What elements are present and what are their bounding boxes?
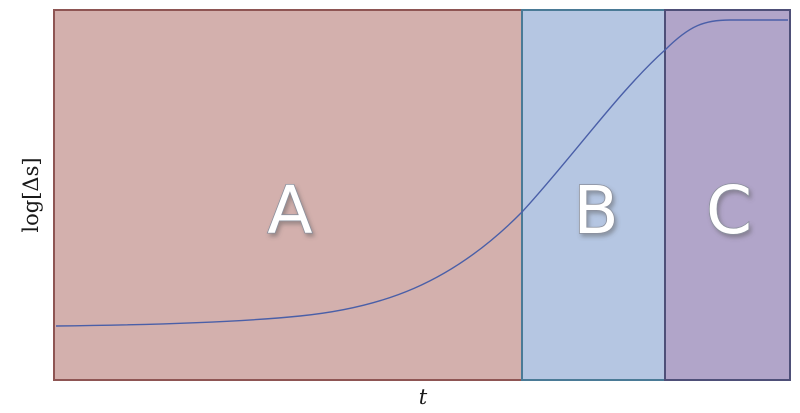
region-c	[664, 9, 791, 381]
region-c-label: C	[706, 172, 752, 249]
y-axis-label: log[Δs]	[19, 157, 43, 232]
region-b-label: B	[573, 172, 618, 249]
region-b	[521, 9, 666, 381]
x-axis-label: t	[419, 385, 428, 409]
growth-curve	[55, 19, 788, 327]
region-a	[53, 9, 523, 381]
region-a-label: A	[267, 172, 312, 249]
